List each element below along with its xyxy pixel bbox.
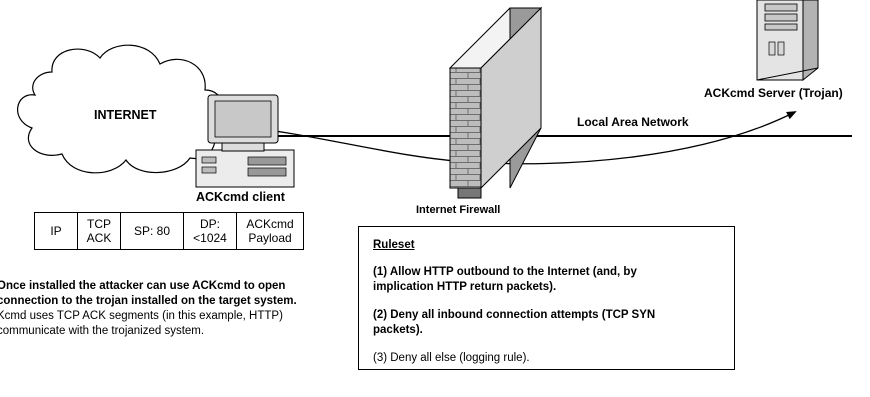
rule-line: (2) Deny all inbound connection attempts… — [373, 309, 656, 321]
server-label: ACKcmd Server (Trojan) — [704, 86, 843, 100]
packet-field-line: ACKcmd — [246, 217, 294, 231]
ruleset-box: Ruleset (1) Allow HTTP outbound to the I… — [358, 226, 735, 370]
description-line: connection to the trojan installed on th… — [0, 295, 297, 307]
packet-field-line: SP: 80 — [133, 224, 171, 238]
description-text: Once installed the attacker can use ACKc… — [0, 279, 362, 339]
ruleset-rule-2: (2) Deny all inbound connection attempts… — [373, 308, 720, 338]
rule-line: implication HTTP return packets). — [373, 281, 557, 293]
rule-line: (1) Allow HTTP outbound to the Internet … — [373, 266, 637, 278]
ruleset-rule-1: (1) Allow HTTP outbound to the Internet … — [373, 265, 720, 295]
rule-line: packets). — [373, 324, 423, 336]
packet-field-ip: IP — [34, 212, 78, 250]
ruleset-rule-3: (3) Deny all else (logging rule). — [373, 351, 720, 366]
server-tower-icon — [756, 0, 819, 82]
packet-field-payload: ACKcmd Payload — [236, 212, 304, 250]
packet-field-line: <1024 — [193, 231, 227, 245]
description-line: Once installed the attacker can use ACKc… — [0, 280, 286, 292]
packet-field-tcp-ack: TCP ACK — [77, 212, 121, 250]
packet-field-line: Payload — [248, 231, 292, 245]
packet-fields-table: IP TCP ACK SP: 80 DP: <1024 ACKcmd Paylo… — [34, 212, 304, 250]
description-line: communicate with the trojanized system. — [0, 325, 205, 337]
internet-label: INTERNET — [94, 108, 157, 122]
client-label: ACKcmd client — [196, 190, 285, 204]
packet-field-line: ACK — [86, 231, 112, 245]
packet-field-line: DP: — [199, 217, 220, 231]
lan-label: Local Area Network — [577, 115, 689, 129]
rule-line: (3) Deny all else (logging rule). — [373, 352, 530, 364]
packet-row: IP TCP ACK SP: 80 DP: <1024 ACKcmd Paylo… — [34, 212, 304, 250]
packet-field-source-port: SP: 80 — [120, 212, 184, 250]
firewall-icon — [448, 6, 543, 199]
packet-field-line: TCP — [87, 217, 111, 231]
description-line: Kcmd uses TCP ACK segments (in this exam… — [0, 310, 283, 322]
packet-field-line: IP — [50, 224, 62, 238]
firewall-label: Internet Firewall — [416, 204, 501, 216]
packet-field-dest-port: DP: <1024 — [183, 212, 237, 250]
client-computer-icon — [195, 94, 295, 188]
ruleset-title: Ruleset — [373, 239, 415, 251]
